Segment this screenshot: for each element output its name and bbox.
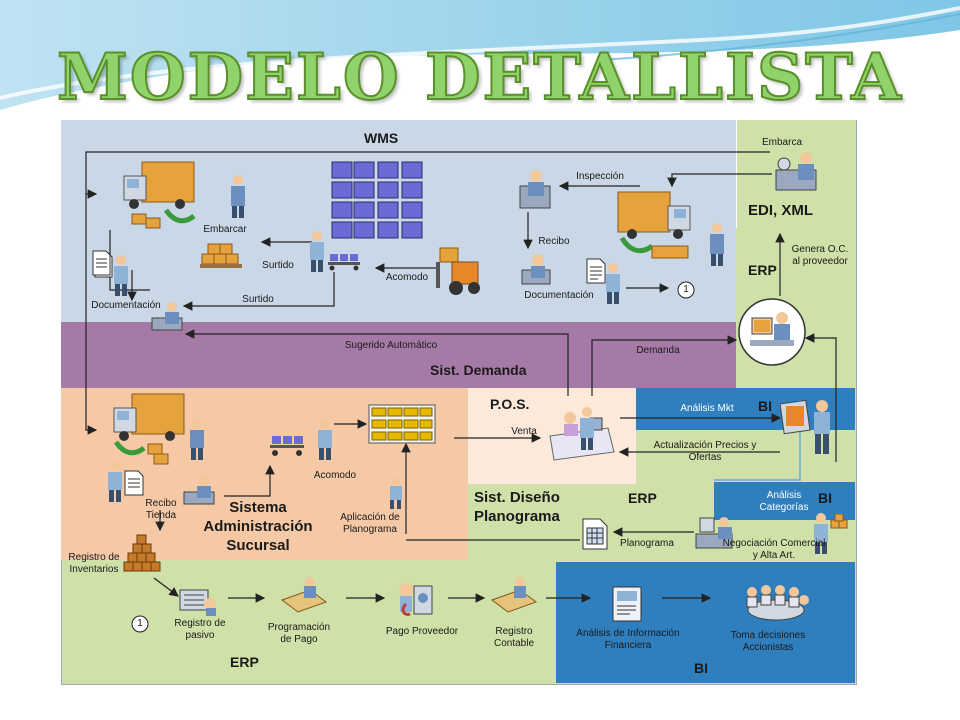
label-toma-decisiones: Toma decisiones Accionistas [730, 630, 806, 653]
label-pago-proveedor: Pago Proveedor [385, 626, 459, 637]
label-genera-oc: Genera O.C. al proveedor [791, 244, 849, 267]
connector-bottom-label: 1 [137, 618, 143, 629]
label-negociacion: Negociación Comercial y Alta Art. [722, 538, 826, 561]
worker-icon [108, 461, 122, 502]
worker-icon [606, 263, 620, 304]
worker-icon [114, 255, 128, 296]
pos-counter-icon [549, 412, 615, 461]
cart-icon [328, 254, 360, 271]
zone-edi-label: EDI, XML [748, 202, 814, 219]
worker-icon [390, 477, 402, 509]
label-programacion-pago: Programación de Pago [267, 622, 331, 645]
label-recibo-tienda: Recibo Tienda [145, 498, 177, 521]
page-title: MODELO DETALLISTA [56, 39, 903, 116]
label-inspeccion: Inspección [576, 171, 624, 182]
zone-bi-top-label: BI [758, 398, 772, 414]
accounting-desk-icon [490, 577, 538, 613]
label-analisis-categorias: Análisis Categorías [759, 490, 809, 513]
zone-wms-label: WMS [364, 130, 399, 146]
document-icon [586, 258, 606, 284]
embarca-station-icon [775, 152, 817, 191]
connector-circle [131, 615, 149, 633]
negotiation-desk-icon [695, 517, 733, 549]
label-surtido-2: Surtido [242, 294, 274, 305]
bi-screen-icon [780, 399, 830, 454]
boxes-icon [200, 243, 242, 268]
zone-erp-mid-label: ERP [628, 490, 657, 506]
store-shelf-icon [368, 404, 436, 444]
worker-icon [190, 419, 204, 460]
doc-stack-icon [92, 250, 113, 278]
label-demanda: Demanda [636, 345, 680, 356]
inventory-pyramid-icon [123, 534, 161, 572]
label-recibo: Recibo [538, 236, 570, 247]
label-sugerido: Sugerido Automático [344, 340, 438, 351]
recibo-worker-icon [521, 254, 551, 285]
financial-report-icon [612, 586, 642, 622]
zone-bi-mid-label: BI [818, 490, 832, 506]
zone-diseno-label: Sist. Diseño Planograma [474, 489, 560, 525]
truck-icon [113, 393, 185, 465]
label-embarcar: Embarcar [203, 224, 247, 235]
label-actualizacion: Actualización Precios y Ofertas [653, 440, 757, 463]
document-icon [124, 470, 144, 496]
box-stack-icon [830, 514, 848, 529]
label-registro-pasivo: Registro de pasivo [174, 618, 226, 641]
zone-bi-mid [714, 482, 855, 520]
planogram-doc-icon [582, 518, 608, 550]
truck-icon [123, 161, 196, 229]
zone-bi-bottom-label: BI [694, 660, 708, 676]
truck-icon [617, 191, 691, 259]
inspector-icon [519, 170, 551, 209]
connector-top-label: 1 [683, 284, 689, 295]
desk-worker-icon [183, 476, 215, 505]
ledger-icon [179, 589, 216, 616]
cart-icon [270, 436, 304, 456]
zone-pos-label: P.O.S. [490, 396, 530, 412]
zone-erp-top-label: ERP [748, 262, 777, 278]
zone-bi-bottom [556, 562, 855, 683]
label-documentacion-right: Documentación [524, 290, 594, 301]
zone-erp-bottom-label: ERP [230, 654, 259, 670]
worker-icon [318, 419, 332, 460]
zone-demanda-label: Sist. Demanda [430, 362, 527, 378]
zone-demanda [61, 322, 736, 388]
warehouse-rack-icon [331, 161, 423, 239]
label-documentacion-left: Documentación [91, 300, 161, 311]
label-registro-contable: Registro Contable [493, 626, 535, 649]
label-planograma: Planograma [620, 538, 674, 549]
label-surtido-1: Surtido [262, 260, 294, 271]
desk-worker-icon [151, 302, 183, 331]
boardroom-icon [746, 585, 809, 621]
computer-icon [738, 298, 806, 366]
label-analisis-financiera: Análisis de Información Financiera [576, 628, 680, 651]
label-acomodo-tienda: Acomodo [313, 470, 357, 481]
worker-icon [310, 231, 324, 272]
payment-icon [399, 583, 433, 616]
header-swoosh [0, 0, 960, 110]
label-venta: Venta [511, 426, 537, 437]
worker-icon [231, 175, 245, 218]
label-embarca: Embarca [761, 137, 802, 148]
forklift-icon [436, 247, 480, 295]
worker-icon [580, 407, 594, 450]
label-acomodo-wms: Acomodo [385, 272, 429, 283]
worker-icon [814, 513, 828, 554]
zone-sucursal-label: Sistema Administración Sucursal [203, 499, 313, 554]
payment-schedule-icon [280, 577, 328, 613]
label-analisis-mkt: Análisis Mkt [680, 403, 734, 414]
connector-circle [677, 281, 695, 299]
worker-icon [710, 223, 724, 266]
label-aplicacion: Aplicación de Planograma [340, 512, 400, 535]
label-registro-inventarios: Registro de Inventarios [68, 552, 120, 575]
